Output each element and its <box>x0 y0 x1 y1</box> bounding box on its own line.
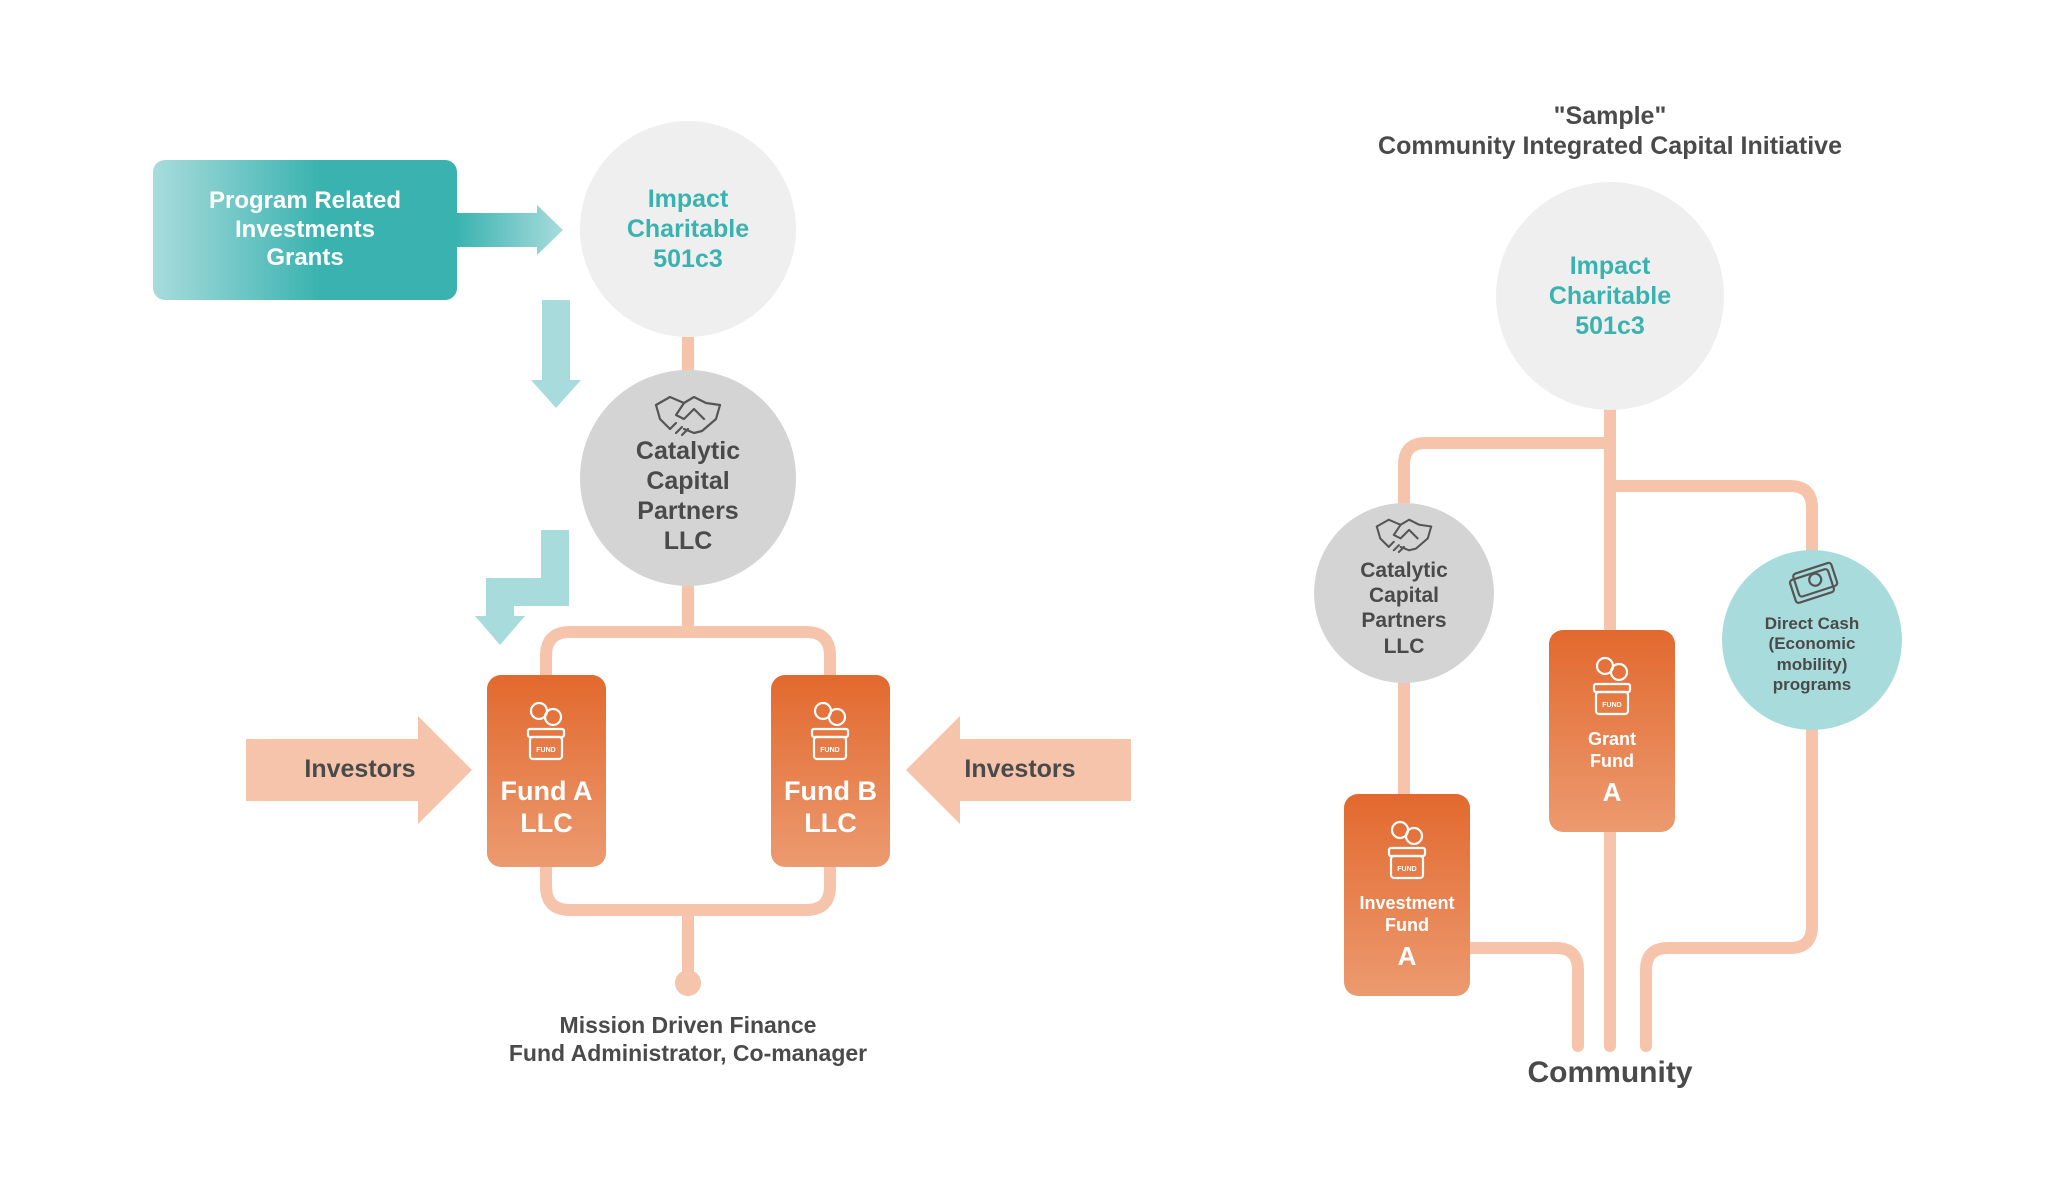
investment-fund-label: Investment Fund <box>1359 893 1455 935</box>
branch-investment-to-community <box>1464 942 1584 1052</box>
program-related-box <box>153 160 457 300</box>
arrow-elbow-to-fund-a <box>475 530 569 645</box>
grant-fund-box <box>1549 630 1675 832</box>
investment-fund-box <box>1344 794 1470 996</box>
branch-ccp <box>1398 437 1616 512</box>
admin-label: Mission Driven Finance Fund Administrato… <box>508 1012 868 1066</box>
svg-text:FUND: FUND <box>1602 702 1621 709</box>
investors-left-label: Investors <box>304 755 416 783</box>
fund-a-label: Fund A LLC <box>500 775 593 838</box>
impact-circle-right <box>1496 182 1724 410</box>
investors-arrow-right <box>906 716 1131 824</box>
fund-jar-icon: FUND <box>526 701 566 761</box>
grant-fund-letter: A <box>1602 777 1622 808</box>
cash-icon <box>1788 561 1839 604</box>
impact-label-left: Impact Charitable 501c3 <box>626 185 750 273</box>
arrow-down-to-ccp <box>531 300 581 408</box>
admin-dot <box>675 970 701 996</box>
handshake-icon <box>654 395 722 437</box>
fund-jar-icon: FUND <box>1387 820 1427 880</box>
ccp-circle-left <box>580 370 796 586</box>
connector-fund-split-top <box>540 626 836 682</box>
fund-a-box <box>487 675 606 867</box>
svg-text:FUND: FUND <box>536 747 555 754</box>
fund-jar-icon: FUND <box>1592 656 1632 716</box>
community-label: Community <box>1527 1056 1693 1089</box>
impact-circle-left <box>580 121 796 337</box>
grant-fund-label: Grant Fund <box>1587 729 1636 771</box>
right-title: "Sample" Community Integrated Capital In… <box>1378 102 1842 160</box>
ccp-circle-right <box>1314 503 1494 683</box>
ccp-label-right: Catalytic Capital Partners LLC <box>1360 559 1448 658</box>
svg-text:FUND: FUND <box>820 747 839 754</box>
fund-b-box <box>771 675 890 867</box>
investors-arrow-left <box>246 716 472 824</box>
left-diagram <box>540 329 836 981</box>
arrow-program-to-impact <box>457 205 563 255</box>
svg-text:FUND: FUND <box>1397 866 1416 873</box>
branch-direct-cash <box>1604 480 1818 558</box>
impact-label-right: Impact Charitable 501c3 <box>1548 252 1672 340</box>
branch-direct-cash-to-community <box>1640 719 1818 1052</box>
ccp-label-left: Catalytic Capital Partners LLC <box>635 437 741 555</box>
connector-fund-merge-bottom <box>540 860 836 916</box>
investors-right-label: Investors <box>964 755 1076 783</box>
direct-cash-label: Direct Cash (Economic mobility) programs <box>1764 614 1860 695</box>
right-diagram <box>1398 399 1818 1052</box>
fund-b-label: Fund B LLC <box>784 775 877 838</box>
program-related-label: Program Related Investments Grants <box>208 186 402 272</box>
investment-fund-letter: A <box>1397 941 1417 972</box>
fund-jar-icon: FUND <box>810 701 850 761</box>
direct-cash-circle <box>1722 550 1902 730</box>
handshake-icon <box>1375 518 1433 554</box>
